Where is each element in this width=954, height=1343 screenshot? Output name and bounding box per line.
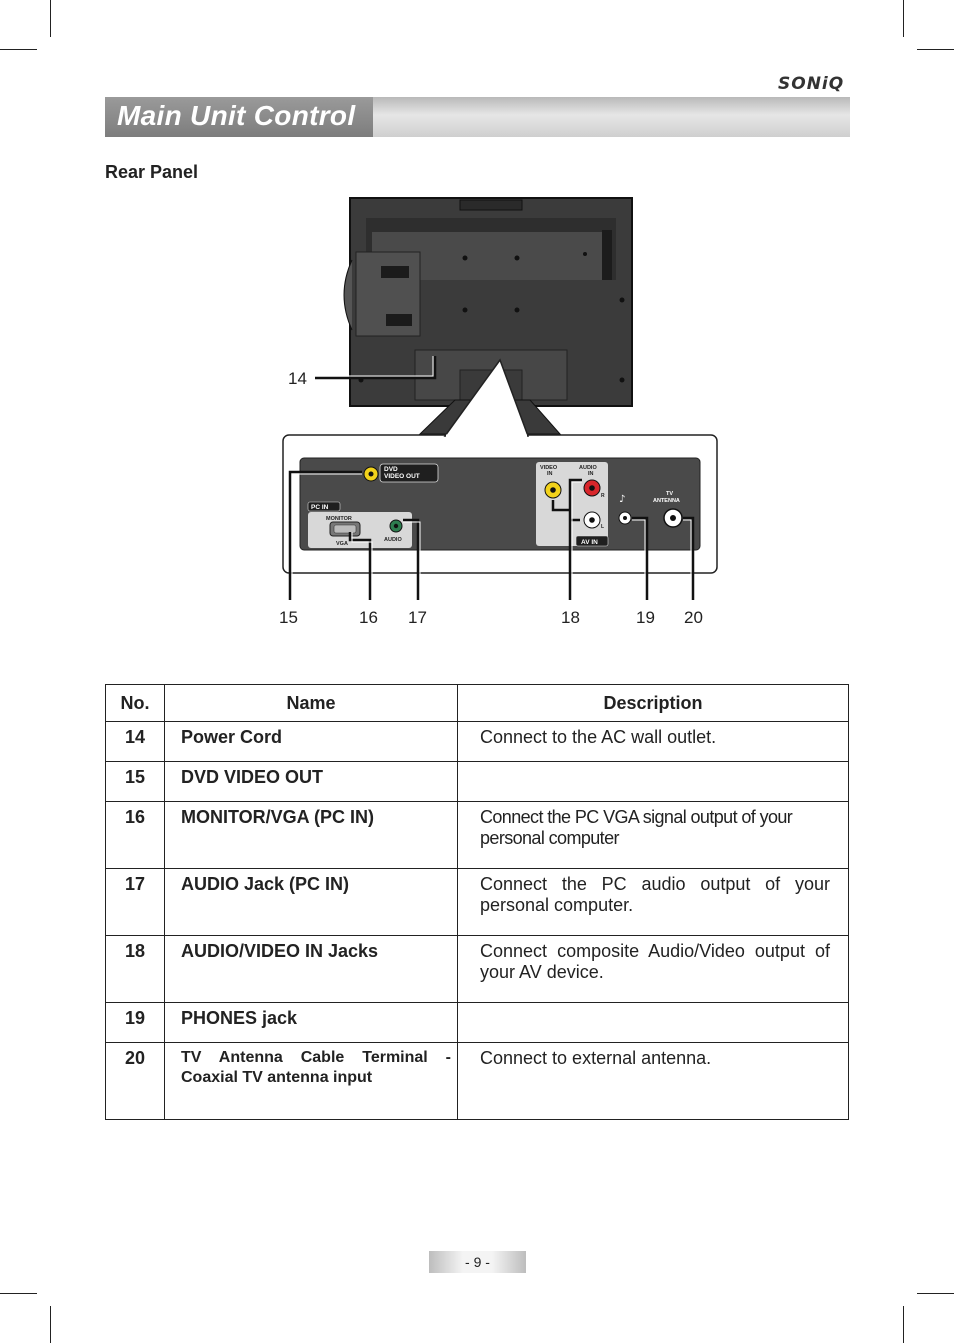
rear-panel-diagram: DVD VIDEO OUT PC IN MONITOR VGA AUDIO VI… <box>279 197 718 627</box>
svg-text:AUDIO: AUDIO <box>384 537 402 543</box>
svg-text:TV: TV <box>666 491 673 497</box>
row-name: MONITOR/VGA (PC IN) <box>164 801 458 869</box>
header-description: Description <box>457 684 849 722</box>
row-no: 14 <box>105 721 165 762</box>
row-no: 19 <box>105 1002 165 1043</box>
row-name: DVD VIDEO OUT <box>164 761 458 802</box>
callout-19: 19 <box>636 608 655 627</box>
crop-mark <box>903 1306 904 1343</box>
header-no: No. <box>105 684 165 722</box>
row-name: TV Antenna Cable Terminal - Coaxial TV a… <box>164 1042 458 1120</box>
row-no: 20 <box>105 1042 165 1120</box>
svg-text:IN: IN <box>588 471 594 477</box>
row-description: Connect to external antenna. <box>457 1042 849 1120</box>
row-no: 17 <box>105 868 165 936</box>
section-title: Rear Panel <box>105 162 199 182</box>
svg-text:PC IN: PC IN <box>311 504 329 511</box>
page-number: - 9 - <box>429 1251 526 1273</box>
svg-text:MONITOR: MONITOR <box>326 516 352 522</box>
header-tab <box>105 97 373 137</box>
row-name: Power Cord <box>164 721 458 762</box>
row-name: PHONES jack <box>164 1002 458 1043</box>
callout-18: 18 <box>561 608 580 627</box>
svg-text:DVD: DVD <box>384 466 398 473</box>
svg-text:AV IN: AV IN <box>581 539 598 546</box>
crop-mark <box>0 1293 37 1294</box>
header-name: Name <box>164 684 458 722</box>
callout-20: 20 <box>684 608 703 627</box>
svg-text:VGA: VGA <box>336 541 348 547</box>
callout-15: 15 <box>279 608 298 627</box>
crop-mark <box>0 49 37 50</box>
callout-16: 16 <box>359 608 378 627</box>
row-description <box>457 761 849 802</box>
crop-mark <box>50 1306 51 1343</box>
callout-14: 14 <box>288 369 307 388</box>
svg-text:VIDEO: VIDEO <box>540 465 558 471</box>
crop-mark <box>50 0 51 37</box>
page-title: Main Unit Control <box>117 100 356 131</box>
row-name: AUDIO/VIDEO IN Jacks <box>164 935 458 1003</box>
row-description: Connect the PC audio output of your pers… <box>457 868 849 936</box>
row-no: 18 <box>105 935 165 1003</box>
row-description: Connect to the AC wall outlet. <box>457 721 849 762</box>
row-description: Connect composite Audio/Video output of … <box>457 935 849 1003</box>
table-header-row: No. Name Description <box>105 684 849 722</box>
headphones-icon: ♪ <box>619 494 625 505</box>
crop-mark <box>903 0 904 37</box>
table-row: 17 AUDIO Jack (PC IN) Connect the PC aud… <box>105 868 849 936</box>
svg-text:L: L <box>601 524 604 530</box>
table-row: 20 TV Antenna Cable Terminal - Coaxial T… <box>105 1042 849 1120</box>
brand-logo: SONiQ <box>778 74 845 94</box>
crop-mark <box>917 1293 954 1294</box>
row-description <box>457 1002 849 1043</box>
row-no: 16 <box>105 801 165 869</box>
row-description: Connect the PC VGA signal output of your… <box>457 801 849 869</box>
table-row: 19 PHONES jack <box>105 1002 849 1043</box>
table-row: 18 AUDIO/VIDEO IN Jacks Connect composit… <box>105 935 849 1003</box>
svg-text:R: R <box>601 493 605 499</box>
table-row: 15 DVD VIDEO OUT <box>105 761 849 802</box>
row-name: AUDIO Jack (PC IN) <box>164 868 458 936</box>
svg-text:IN: IN <box>547 471 553 477</box>
svg-text:ANTENNA: ANTENNA <box>653 498 680 504</box>
svg-text:AUDIO: AUDIO <box>579 465 597 471</box>
callout-17: 17 <box>408 608 427 627</box>
connector-table: No. Name Description 14 Power Cord Conne… <box>105 684 849 1120</box>
row-no: 15 <box>105 761 165 802</box>
table-row: 16 MONITOR/VGA (PC IN) Connect the PC VG… <box>105 801 849 869</box>
table-row: 14 Power Cord Connect to the AC wall out… <box>105 721 849 762</box>
crop-mark <box>917 49 954 50</box>
svg-text:VIDEO OUT: VIDEO OUT <box>384 473 420 480</box>
